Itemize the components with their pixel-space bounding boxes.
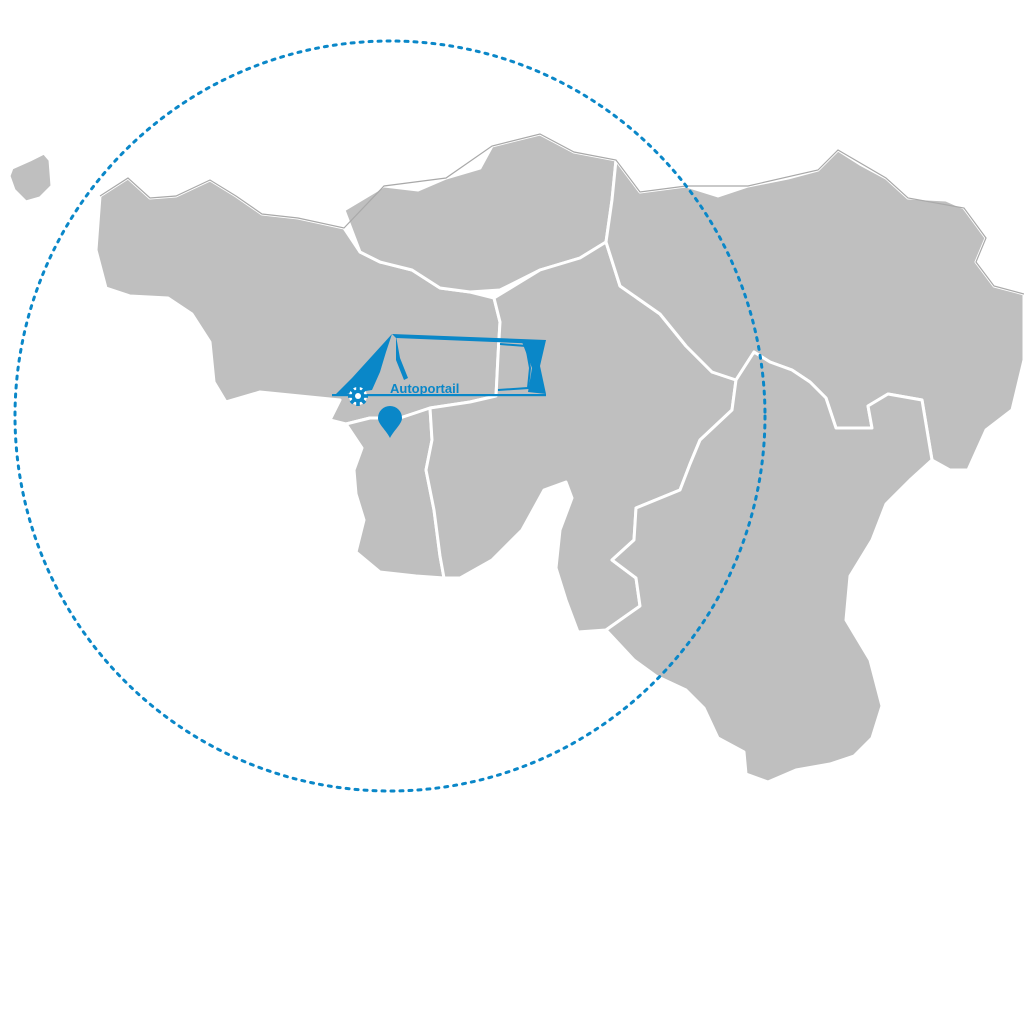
- logo-baseline: [332, 394, 546, 397]
- logo-gate-left-wing: [334, 334, 392, 396]
- province-comines-enclave[interactable]: [7, 151, 54, 204]
- service-radius-circle: [13, 39, 767, 793]
- map-pin-icon: [378, 406, 402, 438]
- map-outline: [99, 133, 1024, 295]
- gear-icon: [348, 386, 368, 406]
- province-luxembourg[interactable]: [604, 350, 934, 784]
- logo-gate-post: [396, 336, 408, 380]
- autoportail-logo[interactable]: Autoportail: [332, 334, 546, 406]
- location-marker[interactable]: [378, 406, 402, 438]
- logo-text: Autoportail: [390, 381, 459, 396]
- logo-gate-top-rail: [392, 334, 546, 344]
- logo-gate-inner-rail: [497, 343, 532, 391]
